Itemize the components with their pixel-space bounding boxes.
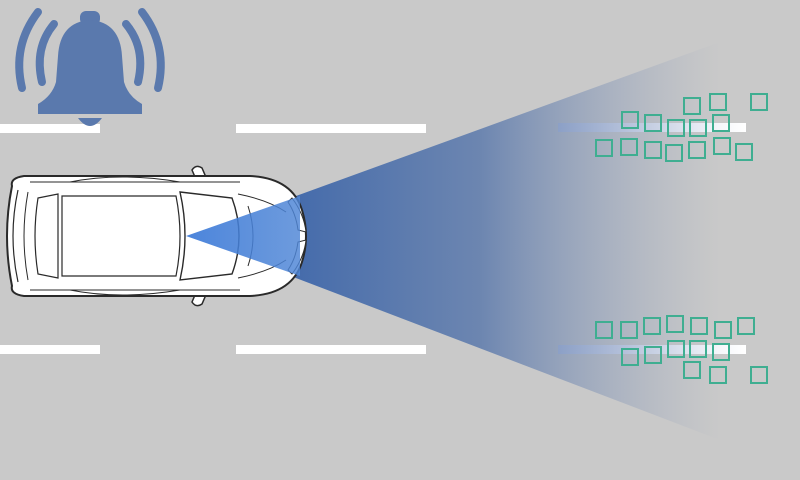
lane-dash <box>236 124 426 133</box>
detection-box <box>621 348 639 366</box>
detection-box <box>709 93 727 111</box>
bell-icon <box>15 8 165 126</box>
detection-box <box>683 361 701 379</box>
detection-box <box>665 144 683 162</box>
detection-box <box>709 366 727 384</box>
detection-box <box>713 137 731 155</box>
detection-box <box>595 321 613 339</box>
detection-box <box>620 138 638 156</box>
detection-box <box>714 321 732 339</box>
detection-box <box>689 119 707 137</box>
sensor-beam <box>186 42 720 440</box>
detection-box <box>689 340 707 358</box>
detection-box <box>737 317 755 335</box>
lane-dash <box>0 345 100 354</box>
detection-box <box>688 141 706 159</box>
detection-box <box>595 139 613 157</box>
detection-box <box>735 143 753 161</box>
lower-lane-detections <box>595 315 768 384</box>
detection-box <box>667 340 685 358</box>
detection-box <box>712 343 730 361</box>
sensor-beam-origin <box>186 196 300 276</box>
detection-box <box>690 317 708 335</box>
detection-box <box>644 346 662 364</box>
detection-box <box>667 119 685 137</box>
upper-lane-detections <box>595 93 768 162</box>
detection-box <box>666 315 684 333</box>
lane-dash <box>236 345 426 354</box>
detection-box <box>712 114 730 132</box>
detection-box <box>750 366 768 384</box>
detection-box <box>644 114 662 132</box>
detection-box <box>644 141 662 159</box>
detection-box <box>620 321 638 339</box>
detection-box <box>750 93 768 111</box>
lane-dash <box>0 124 100 133</box>
detection-box <box>683 97 701 115</box>
detection-box <box>643 317 661 335</box>
detection-box <box>621 111 639 129</box>
